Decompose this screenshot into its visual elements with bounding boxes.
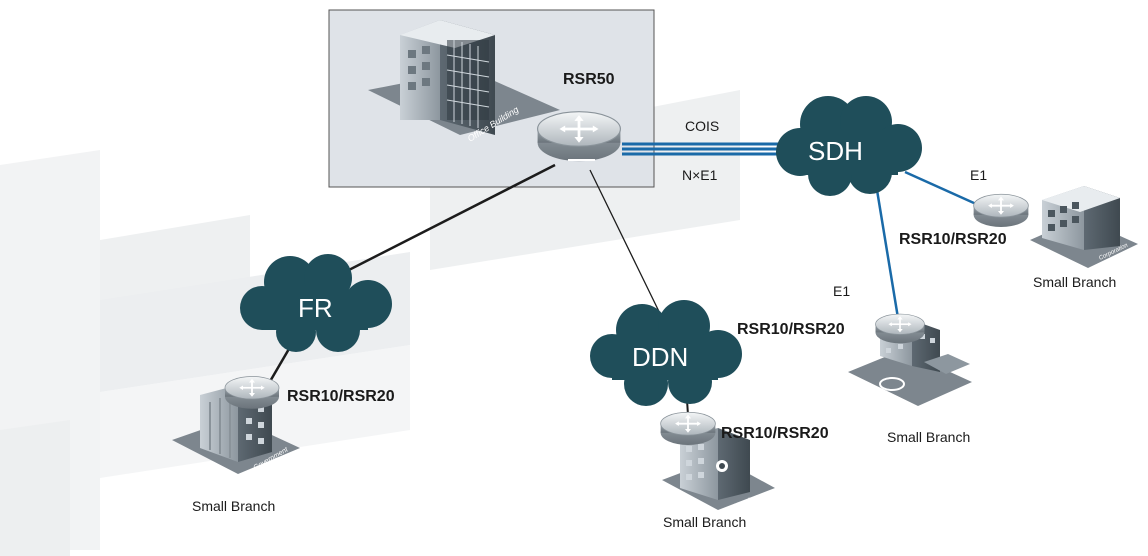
link-label-cois: COIS	[685, 118, 719, 134]
small-branch-mid-caption: Small Branch	[887, 429, 970, 445]
link-hq-ddn	[589, 169, 669, 331]
corporation-building-icon: Corporation	[1030, 186, 1138, 268]
link-label-e1-mid: E1	[833, 283, 850, 299]
router-mid-branch-label: RSR10/RSR20	[737, 321, 845, 338]
link-sdh-right-branch	[904, 170, 986, 210]
ddn-cloud-icon	[590, 300, 742, 406]
router-right-branch-icon	[972, 193, 1030, 228]
office-building-icon: Office Building	[368, 20, 560, 144]
small-branch-center-caption: Small Branch	[663, 514, 746, 530]
router-rsr50-icon	[536, 110, 622, 163]
router-mid-branch-icon	[874, 313, 926, 345]
sdh-cloud-icon	[776, 96, 922, 196]
ddn-cloud-label: DDN	[632, 342, 688, 372]
router-center-branch-label: RSR10/RSR20	[721, 425, 829, 442]
router-center-branch-icon	[659, 411, 717, 446]
sdh-cloud-label: SDH	[808, 136, 863, 166]
link-label-nxe1: N×E1	[682, 167, 718, 183]
small-branch-right-caption: Small Branch	[1033, 274, 1116, 290]
router-rsr50-label: RSR50	[563, 71, 615, 88]
link-label-e1-right: E1	[970, 167, 987, 183]
fr-cloud-label: FR	[298, 293, 333, 323]
small-branch-left-caption: Small Branch	[192, 498, 275, 514]
router-right-branch-label: RSR10/RSR20	[899, 231, 1007, 248]
manufacturer-building-icon: Manufacturer	[662, 428, 775, 510]
link-sdh-mid-branch	[875, 189, 900, 319]
router-left-branch-icon	[224, 375, 280, 410]
router-left-branch-label: RSR10/RSR20	[287, 388, 395, 405]
fr-cloud-icon	[240, 254, 392, 352]
